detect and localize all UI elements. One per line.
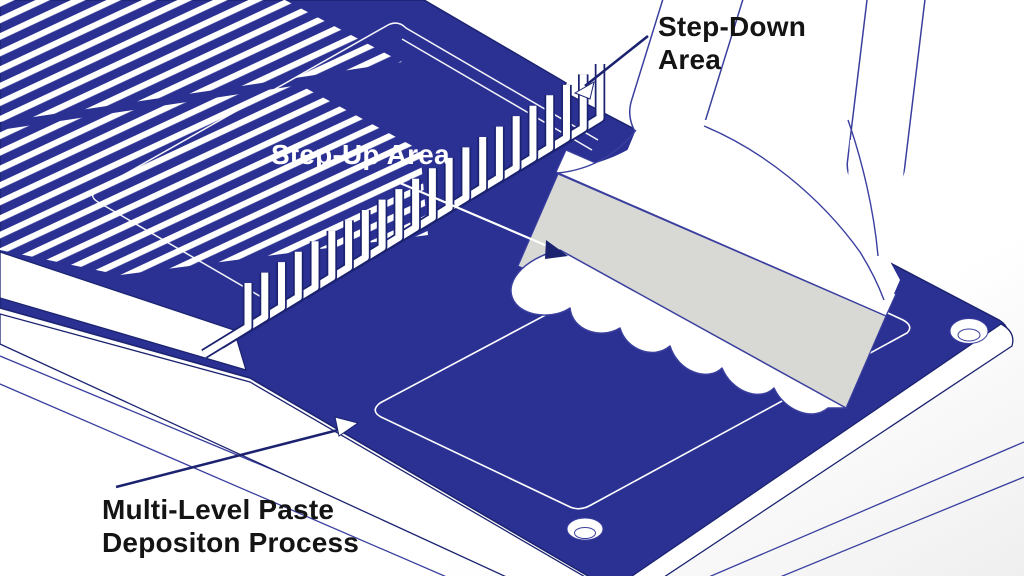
- step-region-frame: [92, 22, 599, 303]
- step-up-arrowhead-icon: [545, 240, 568, 259]
- clipped-ghost-text: Depos: [86, 555, 182, 576]
- step-down-arrow: [573, 34, 649, 100]
- process-arrowhead-icon: [334, 416, 360, 437]
- step-up-area-label: Step-Up Area: [271, 139, 450, 170]
- mounting-hole-bottom: [566, 517, 604, 541]
- process-title-label: Multi-Level Paste Depositon Process: [102, 494, 360, 559]
- slot-panel-lower: [0, 85, 428, 275]
- mounting-hole-right: [949, 318, 989, 344]
- slot-panel-top: [0, 0, 402, 122]
- handle-left-edge-line: [557, 129, 637, 174]
- squeegee: [517, 0, 926, 409]
- plate-side-left: [0, 313, 585, 576]
- arm-inner-line: [847, 119, 879, 257]
- chevron-ridge: [202, 283, 252, 357]
- plate-side-right: [630, 323, 1014, 576]
- squeegee-grip: [629, 0, 744, 151]
- step-down-arrowhead-icon: [573, 80, 595, 100]
- squeegee-arm: [846, 0, 926, 195]
- process-arrow: [115, 416, 360, 489]
- solder-paste-bead: [510, 249, 847, 415]
- step-down-area-label: Step-Down Area: [658, 11, 807, 76]
- clipped-ghost-text-inner: Depos: [86, 571, 182, 576]
- handle-right-edge-line: [703, 125, 885, 301]
- step-up-arrow: [399, 181, 568, 259]
- step-front-face: [0, 251, 247, 371]
- aperture-slot-panels: [0, 0, 428, 275]
